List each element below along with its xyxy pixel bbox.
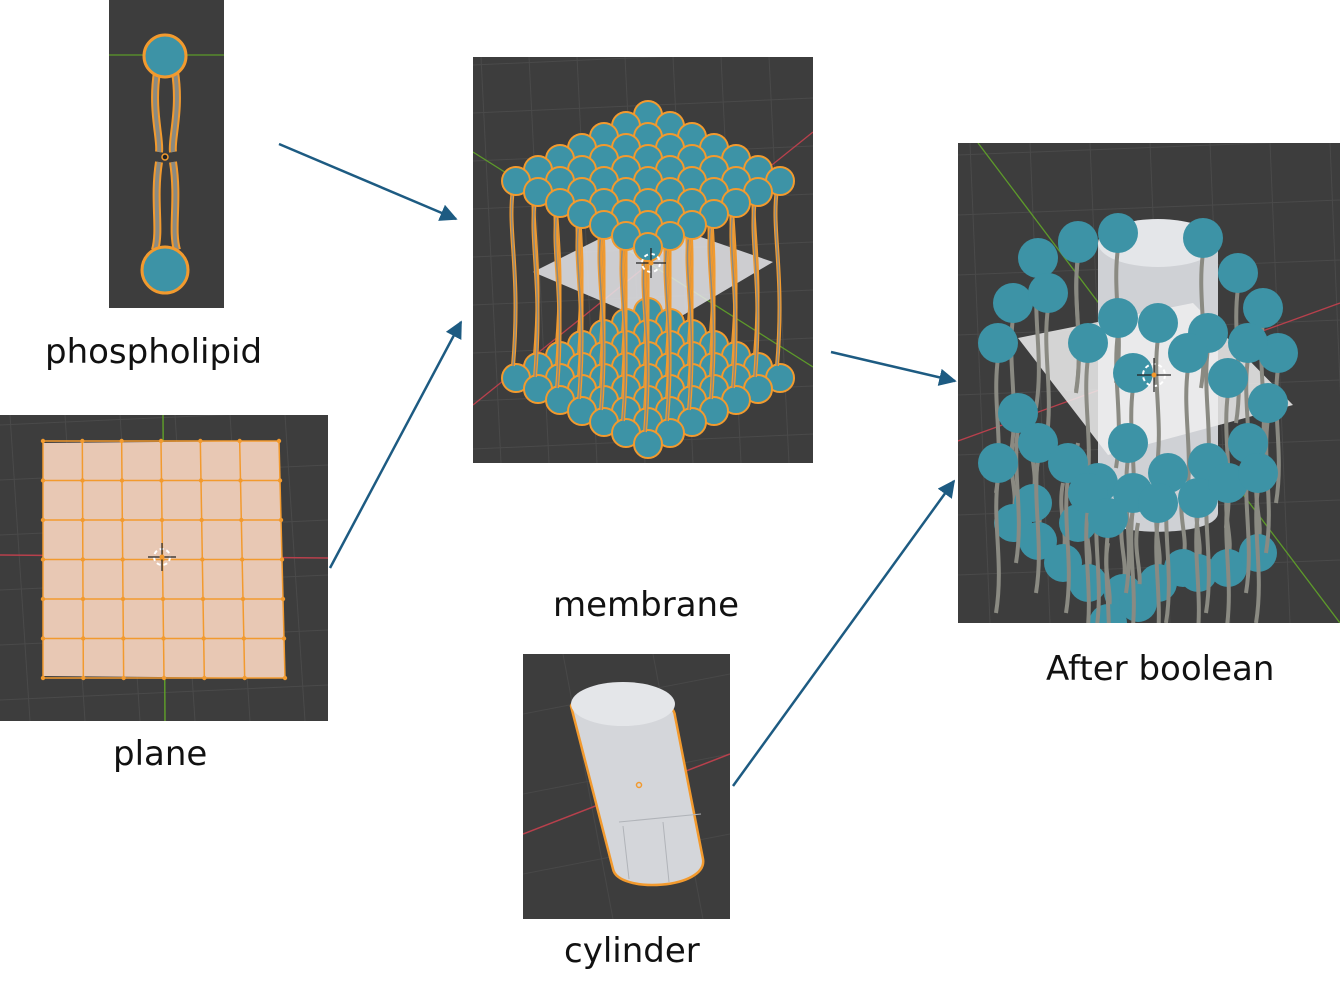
- cylinder-model: [523, 654, 730, 919]
- plane-label: plane: [113, 734, 207, 774]
- after-boolean-model: [958, 143, 1340, 623]
- cylinder-viewport: [523, 654, 730, 919]
- arrow-icon: [733, 481, 954, 786]
- arrow-icon: [330, 322, 461, 568]
- plane-model: [0, 415, 328, 721]
- after-boolean-viewport: [958, 143, 1340, 623]
- cylinder-label: cylinder: [564, 931, 700, 971]
- phospholipid-viewport: [109, 0, 224, 308]
- arrow-icon: [279, 144, 456, 219]
- phospholipid-label: phospholipid: [45, 332, 262, 372]
- plane-viewport: [0, 415, 328, 721]
- membrane-viewport: [473, 57, 813, 463]
- membrane-label: membrane: [553, 585, 739, 625]
- arrow-icon: [831, 352, 955, 381]
- membrane-model: [473, 57, 813, 463]
- after-boolean-label: After boolean: [1046, 649, 1274, 689]
- phospholipid-model: [109, 0, 224, 308]
